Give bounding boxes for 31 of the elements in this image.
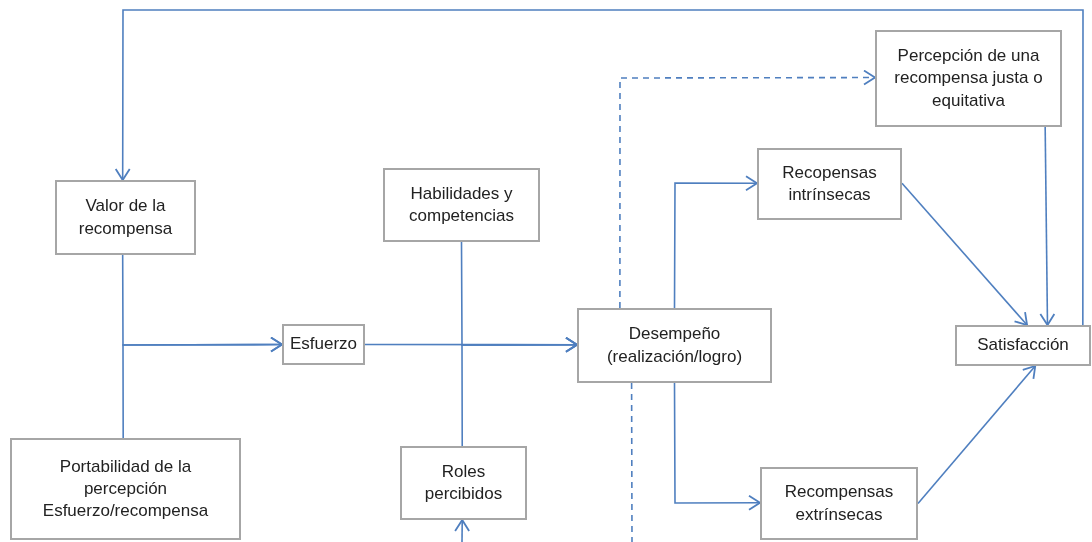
process-box	[55, 180, 196, 255]
arrow	[454, 519, 470, 542]
connector-line	[630, 382, 633, 542]
process-box	[760, 467, 918, 540]
box-label: Desempeño (realización/logro)	[605, 323, 744, 368]
box-label: Roles percibidos	[423, 460, 504, 505]
arrow	[461, 336, 578, 447]
box-label: Recompensas extrínsecas	[783, 481, 895, 526]
arrow	[1039, 126, 1056, 326]
box-label: Percepción de una recompensa justa o equitativa	[893, 45, 1044, 112]
arrow	[673, 382, 761, 511]
box-label: Esfuerzo	[289, 333, 358, 356]
process-box	[383, 168, 540, 242]
box-label: Valor de la recompensa	[77, 195, 174, 240]
box-label: Habilidades y competencias	[408, 182, 515, 227]
arrow	[122, 336, 283, 439]
arrow	[901, 182, 1028, 326]
process-box	[577, 308, 772, 383]
process-box	[282, 324, 365, 365]
process-box	[875, 30, 1062, 127]
process-box	[10, 438, 241, 540]
arrow	[114, 9, 1084, 326]
process-box	[400, 446, 527, 520]
box-label: Satisfacción	[977, 334, 1069, 357]
process-box	[757, 148, 902, 220]
box-label: Recopensas intrínsecas	[781, 161, 878, 206]
arrow	[673, 175, 758, 309]
arrow	[917, 365, 1037, 505]
box-label: Portabilidad de la percepción Esfuerzo/recompensa	[41, 455, 210, 523]
process-box	[955, 325, 1091, 366]
arrow	[619, 69, 876, 309]
